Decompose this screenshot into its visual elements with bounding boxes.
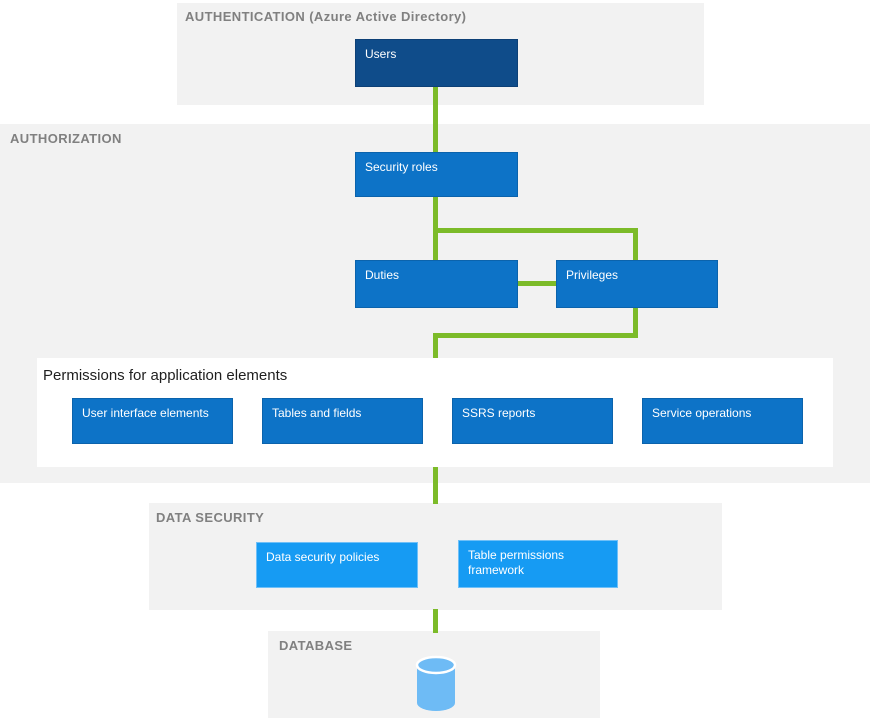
duties-node: Duties: [355, 260, 518, 308]
security-roles-node: Security roles: [355, 152, 518, 197]
ssrs-reports-node: SSRS reports: [452, 398, 613, 444]
permissions-panel-title: Permissions for application elements: [43, 367, 288, 384]
data-security-section-label: DATA SECURITY: [156, 510, 265, 525]
database-section-label: DATABASE: [279, 638, 353, 653]
table-permissions-framework-node: Table permissions framework: [458, 540, 618, 588]
user-interface-elements-node: User interface elements: [72, 398, 233, 444]
data-security-section: [149, 503, 722, 610]
data-security-policies-node: Data security policies: [256, 542, 418, 588]
connector-permissions-to-data-security: [433, 466, 438, 504]
connector-to-permissions-panel: [433, 333, 438, 360]
connector-privileges-down: [633, 307, 638, 338]
connector-branch-to-privileges: [633, 228, 638, 261]
tables-and-fields-node: Tables and fields: [262, 398, 423, 444]
authorization-section-label: AUTHORIZATION: [10, 131, 122, 146]
database-cylinder-icon: [415, 655, 457, 711]
privileges-node: Privileges: [556, 260, 718, 308]
connector-branch-horizontal: [433, 228, 638, 233]
connector-data-security-to-database: [433, 609, 438, 633]
connector-privileges-horizontal: [433, 333, 638, 338]
connector-duties-privileges: [517, 281, 556, 286]
users-node: Users: [355, 39, 518, 87]
connector-users-to-security-roles: [433, 87, 438, 153]
authentication-section-label: AUTHENTICATION (Azure Active Directory): [185, 9, 467, 24]
service-operations-node: Service operations: [642, 398, 803, 444]
